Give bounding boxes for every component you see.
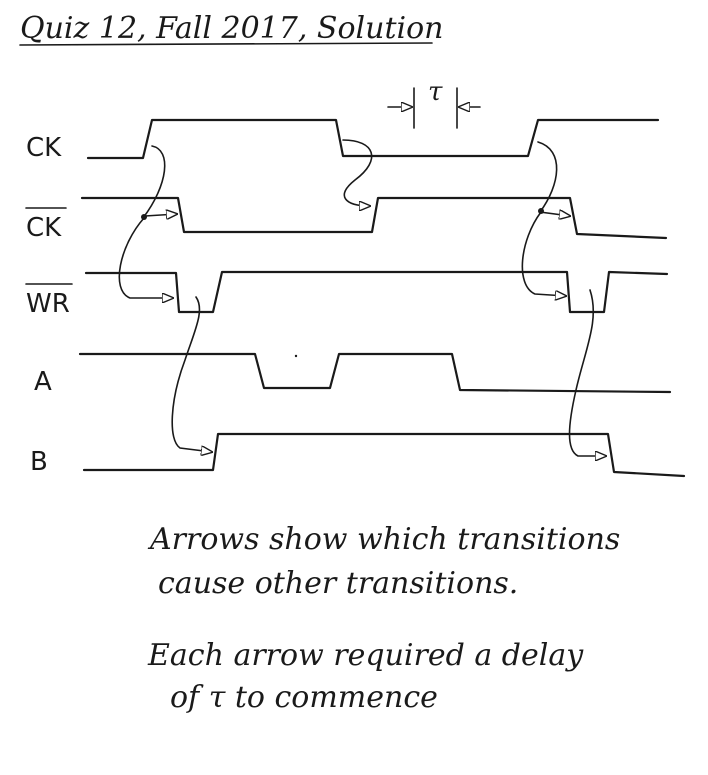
- signal-label-a: A: [34, 367, 52, 397]
- signal-label-wr-bar: WR: [25, 283, 73, 319]
- arrow-ckbar-fall-to-wr-fall: [118, 217, 173, 298]
- note-line-1: Arrows show which transitions: [150, 522, 621, 557]
- signal-label-ck-bar-text: CK: [26, 213, 62, 243]
- arrow-wr-to-b-rise: [171, 296, 212, 452]
- stray-mark: [294, 354, 298, 358]
- waveform-wr-bar: [84, 270, 669, 314]
- note-line-4: of τ to commence: [170, 680, 438, 715]
- signal-label-b: B: [30, 447, 48, 477]
- arrow-ck-rise2-to-ckbar-fall2: [537, 141, 570, 216]
- arrow-ckbar-head: [144, 214, 177, 216]
- tau-label: τ: [428, 77, 443, 107]
- arrow-ck-fall-to-ckbar-rise: [342, 139, 373, 206]
- signal-label-wr-bar-text: WR: [26, 289, 70, 319]
- arrow-ckbar-fall2-to-wr-fall2: [521, 211, 566, 296]
- note-line-2: cause other transitions.: [158, 566, 519, 601]
- arrow-ck-rise-to-ckbar-fall: [142, 145, 166, 219]
- title-underline: [19, 42, 433, 46]
- waveform-ck: [86, 118, 660, 160]
- signal-label-ck: CK: [26, 133, 62, 163]
- waveform-ck-bar: [80, 196, 668, 240]
- arrow-wr-rise-to-b-fall: [568, 289, 607, 456]
- arrow-origin-dot-2: [538, 208, 544, 214]
- waveform-a: [78, 352, 672, 394]
- waveform-b: [82, 432, 686, 478]
- page-title: Quiz 12, Fall 2017, Solution: [20, 11, 443, 46]
- tau-marker: τ: [387, 77, 481, 129]
- causality-arrows: [118, 139, 607, 456]
- note-line-3: Each arrow required a delay: [148, 638, 584, 673]
- signal-label-ck-bar: CK: [25, 207, 67, 243]
